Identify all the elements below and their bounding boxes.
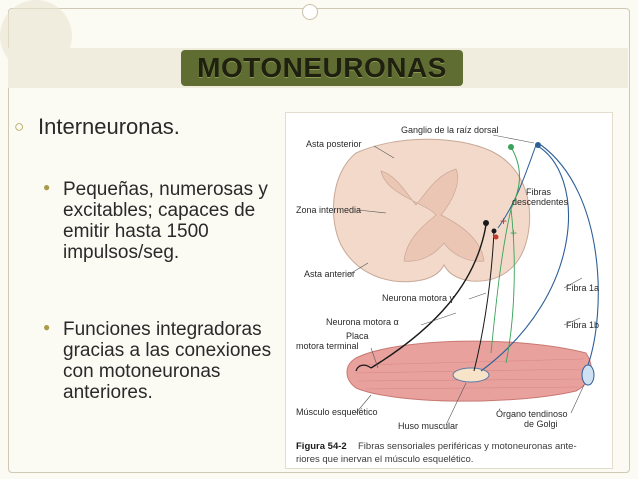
label-fibra-1b: Fibra 1b (566, 320, 599, 330)
label-asta-posterior: Asta posterior (306, 139, 362, 149)
label-neurona-alfa: Neurona motora α (326, 317, 399, 327)
golgi-organ (581, 364, 595, 386)
label-organo-2: de Golgi (524, 419, 558, 429)
label-placa-1: Placa (346, 331, 369, 341)
caption-label: Figura 54-2 (296, 441, 347, 452)
bullet-interneuronas: Interneuronas. (38, 114, 180, 139)
fibra-1b-path (540, 144, 599, 366)
label-ganglio: Ganglio de la raíz dorsal (401, 125, 499, 135)
svg-text:+: + (510, 226, 517, 240)
fibra-1a-path (480, 144, 569, 372)
caption-line-1: Fibras sensoriales periféricas y motoneu… (358, 441, 577, 452)
descending-fibers-path (505, 208, 515, 364)
label-fibras-2: descendentes (512, 197, 569, 207)
slide-frame (8, 8, 630, 473)
caption-line-2: riores que inervan el músculo esquelétic… (296, 454, 473, 465)
label-fibras-1: Fibras (526, 187, 552, 197)
filled-circle-bullet-icon: ● (43, 180, 51, 194)
muscle-spindle (452, 367, 490, 383)
sub-bullet-integradoras: Funciones integradoras gracias a las con… (63, 319, 272, 403)
hollow-circle-bullet-icon: ○ (14, 117, 25, 136)
svg-text:+: + (500, 214, 507, 228)
title-background (181, 50, 463, 86)
label-huso: Huso muscular (398, 421, 458, 431)
gray-matter-shape (380, 168, 485, 262)
sub-bullet-excitables: Pequeñas, numerosas y excitables; capace… (63, 179, 268, 263)
spinal-cord-figure: + + Asta posterior Zona intermedia Asta … (285, 112, 613, 469)
label-organo-1: Órgano tendinoso (496, 409, 568, 419)
label-neurona-gamma: Neurona motora γ (382, 293, 455, 303)
top-ornament (302, 4, 318, 20)
alpha-motor-fiber (370, 224, 487, 369)
gamma-motor-fiber (473, 230, 495, 372)
label-placa-2: motora terminal (296, 341, 359, 351)
label-asta-anterior: Asta anterior (304, 269, 355, 279)
slide-title: MOTONEURONAS (197, 52, 447, 83)
label-fibra-1a: Fibra 1a (566, 283, 599, 293)
label-musculo: Músculo esquelético (296, 407, 378, 417)
filled-circle-bullet-icon: ● (43, 320, 51, 334)
figure-svg: + + Asta posterior Zona intermedia Asta … (296, 125, 599, 465)
label-zona-intermedia: Zona intermedia (296, 205, 361, 215)
